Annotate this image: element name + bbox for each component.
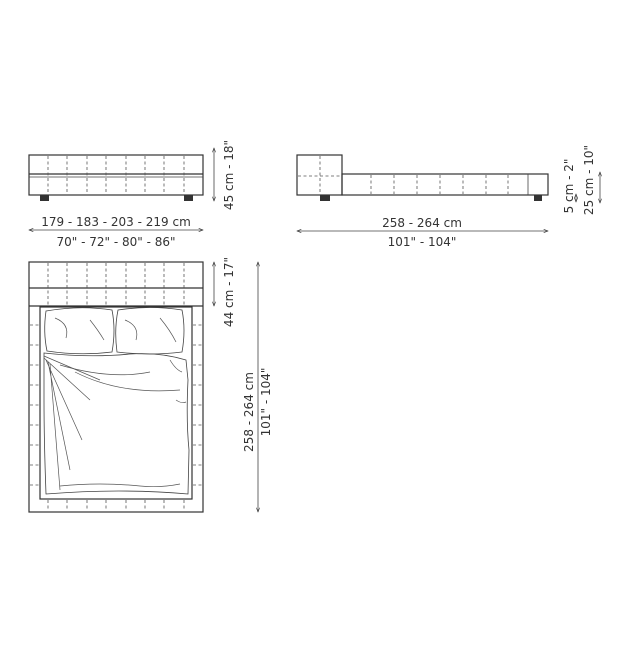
front-height-label: 45 cm - 18" bbox=[222, 140, 236, 210]
top-length-in-label: 101" - 104" bbox=[259, 368, 273, 437]
front-view: 45 cm - 18" 179 - 183 - 203 - 219 cm 70"… bbox=[28, 140, 236, 249]
pillow-right bbox=[115, 307, 185, 355]
top-length-dimension: 258 - 264 cm 101" - 104" bbox=[242, 262, 273, 512]
side-view-bed bbox=[296, 154, 549, 201]
side-length-in-label: 101" - 104" bbox=[388, 235, 457, 249]
front-width-in-label: 70" - 72" - 80" - 86" bbox=[56, 235, 175, 249]
leg bbox=[184, 195, 193, 201]
front-view-bed bbox=[28, 154, 204, 201]
leg-height-dimension: 5 cm - 2" bbox=[562, 159, 576, 214]
duvet bbox=[43, 352, 190, 495]
frame-height-label: 25 cm - 10" bbox=[582, 145, 596, 215]
side-length-dimension: 258 - 264 cm 101" - 104" bbox=[297, 216, 548, 249]
front-height-dimension: 45 cm - 18" bbox=[214, 140, 236, 210]
leg bbox=[534, 195, 542, 201]
leg-height-label: 5 cm - 2" bbox=[562, 159, 576, 214]
pillows bbox=[44, 307, 185, 355]
side-length-cm-label: 258 - 264 cm bbox=[382, 216, 462, 230]
front-width-dimension: 179 - 183 - 203 - 219 cm 70" - 72" - 80"… bbox=[29, 215, 203, 249]
pillow-left bbox=[44, 307, 115, 355]
mattress bbox=[39, 306, 193, 500]
frame-height-dimension: 25 cm - 10" bbox=[582, 145, 600, 215]
leg bbox=[40, 195, 49, 201]
side-view: 258 - 264 cm 101" - 104" 5 cm - 2" 25 cm… bbox=[296, 145, 600, 249]
leg bbox=[320, 195, 330, 201]
top-length-cm-label: 258 - 264 cm bbox=[242, 372, 256, 452]
top-view-frame bbox=[28, 261, 204, 513]
top-view: 44 cm - 17" 258 - 264 cm 101" - 104" bbox=[28, 257, 273, 513]
front-width-cm-label: 179 - 183 - 203 - 219 cm bbox=[41, 215, 191, 229]
headboard-depth-dimension: 44 cm - 17" bbox=[214, 257, 236, 327]
headboard-depth-label: 44 cm - 17" bbox=[222, 257, 236, 327]
